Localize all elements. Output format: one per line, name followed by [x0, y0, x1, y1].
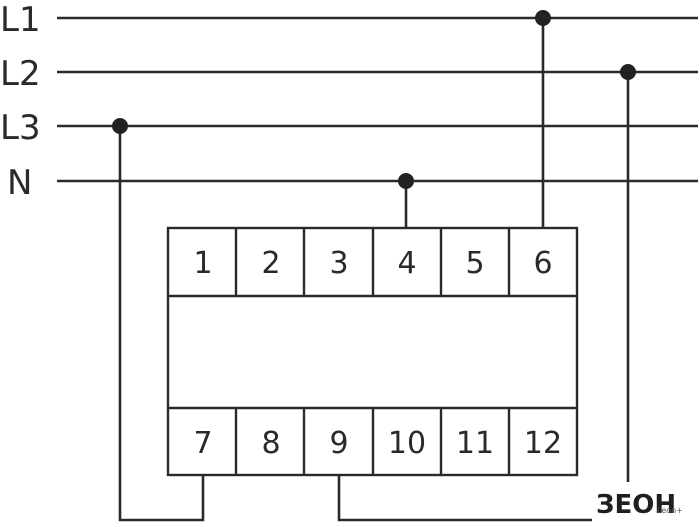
junction-node-l3	[112, 118, 128, 134]
terminal-5: 5	[465, 246, 484, 281]
junction-node-n	[398, 173, 414, 189]
logo-backdrop	[592, 482, 692, 522]
bus-label-l3: L3	[0, 108, 41, 148]
terminal-3: 3	[329, 246, 348, 281]
terminal-7: 7	[193, 426, 212, 461]
wire-l2-to-terminal-9	[337, 72, 630, 522]
bus-label-n: N	[7, 163, 32, 203]
terminal-11: 11	[456, 426, 494, 461]
junction-node-l1	[535, 10, 551, 26]
bus-label-l2: L2	[0, 54, 41, 94]
junction-node-l2	[620, 64, 636, 80]
logo-subtext: Leon+	[657, 506, 683, 515]
terminal-10: 10	[388, 426, 426, 461]
terminal-9: 9	[329, 426, 348, 461]
terminal-6: 6	[533, 246, 552, 281]
terminal-1: 1	[193, 246, 212, 281]
terminal-12: 12	[524, 426, 562, 461]
terminal-4: 4	[397, 246, 416, 281]
brand-logo: ЗЕОН Leon+	[592, 482, 692, 522]
bus-label-l1: L1	[0, 0, 41, 40]
terminal-8: 8	[261, 426, 280, 461]
wire-l3-to-terminal-7	[118, 126, 205, 522]
terminal-2: 2	[261, 246, 280, 281]
logo-text: ЗЕОН	[596, 490, 676, 520]
